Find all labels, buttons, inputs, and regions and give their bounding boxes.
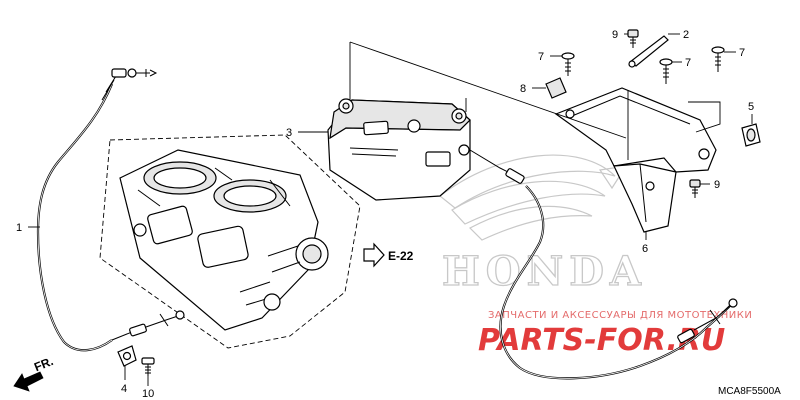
shop-site-watermark: PARTS-FOR.RU — [478, 323, 725, 358]
callout-6: 6 — [642, 243, 648, 255]
leader-unit-bracket — [349, 41, 627, 139]
control-unit-part-3 — [327, 98, 471, 201]
front-direction-label: FR. — [32, 354, 55, 374]
callout-1: 1 — [16, 222, 22, 234]
callout-8: 8 — [520, 83, 526, 95]
throttle-cable-2 — [469, 149, 738, 380]
diagram-code: MCA8F5500A — [718, 386, 781, 397]
callout-7-left: 7 — [538, 51, 544, 63]
callout-7-middle: 7 — [685, 57, 691, 69]
reference-arrow-e22 — [363, 242, 385, 268]
clip-part-8 — [545, 77, 567, 99]
honda-wing-watermark — [439, 154, 628, 241]
callout-3: 3 — [286, 127, 292, 139]
callout-2: 2 — [683, 29, 689, 41]
bolt-part-9-a — [627, 29, 639, 48]
callout-7-right: 7 — [739, 47, 745, 59]
callout-9-right: 9 — [714, 179, 720, 191]
callout-5: 5 — [748, 101, 754, 113]
reference-label-e22: E-22 — [388, 249, 414, 263]
leader-bracket-1 — [627, 90, 721, 160]
callout-10: 10 — [142, 388, 154, 400]
bolt-part-9-b — [689, 179, 701, 198]
front-direction-arrow — [13, 371, 44, 392]
grommet-part-5 — [741, 123, 761, 147]
stay-part-2 — [628, 35, 669, 68]
bolt-part-10 — [141, 357, 155, 376]
screw-part-7-b — [659, 58, 673, 84]
throttle-body — [119, 149, 329, 331]
throttle-cable-1 — [36, 68, 185, 352]
bracket-part-6 — [554, 87, 717, 233]
clamp-part-4 — [117, 345, 137, 367]
screw-part-7-c — [711, 46, 725, 72]
callout-9-top: 9 — [612, 29, 618, 41]
shop-tagline-watermark: ЗАПЧАСТИ И АКСЕССУАРЫ ДЛЯ МОТОТЕХНИКИ — [488, 310, 752, 321]
honda-text-watermark: HONDA — [442, 248, 647, 295]
throttle-body-boundary — [99, 134, 361, 349]
screw-part-7-a — [561, 52, 575, 76]
callout-4: 4 — [121, 383, 127, 395]
